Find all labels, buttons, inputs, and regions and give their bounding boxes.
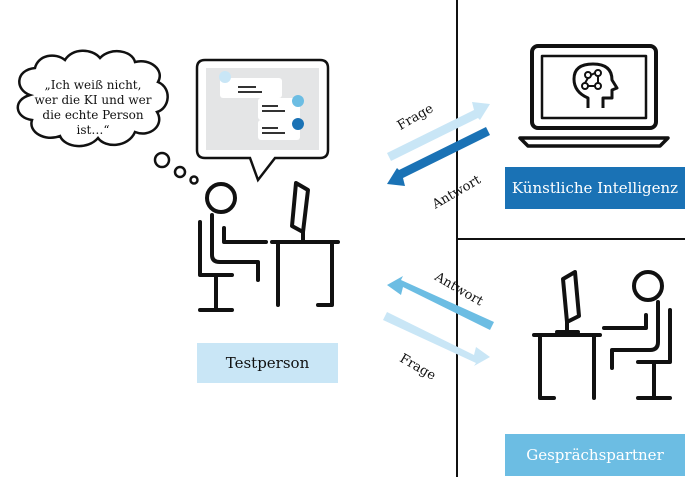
- partner-label: Gesprächspartner: [505, 434, 685, 476]
- arrow-antwort-top: [387, 127, 490, 186]
- testperson-desk: [270, 240, 340, 307]
- testperson-label: Testperson: [197, 343, 338, 383]
- partner-body: [610, 300, 660, 370]
- thought-line-3: die echte Person: [42, 108, 144, 122]
- chat-message-2: [258, 98, 300, 120]
- testperson-chair: [198, 220, 234, 312]
- chat-message-3: [258, 120, 300, 140]
- ai-head-icon: [572, 62, 619, 108]
- arrow-frage-top: [387, 102, 490, 161]
- chat-avatar-2: [292, 95, 304, 107]
- chat-avatar-3: [292, 118, 304, 130]
- testperson-body: [210, 213, 260, 282]
- thought-text: „Ich weiß nicht, wer die KI und wer die …: [28, 78, 158, 138]
- thought-line-1: „Ich weiß nicht,: [44, 78, 142, 92]
- testperson-head: [205, 182, 237, 214]
- partner-monitor: [555, 270, 581, 334]
- ki-label: Künstliche Intelligenz: [505, 167, 685, 209]
- thought-line-2: wer die KI und wer: [34, 93, 152, 107]
- chat-avatar-1: [219, 71, 231, 83]
- thought-bubble-small: [189, 175, 199, 185]
- partner-chair: [636, 308, 672, 400]
- thought-cloud: [16, 49, 199, 185]
- partner-arm: [602, 313, 648, 330]
- thought-bubble-large: [153, 151, 171, 169]
- partner-desk: [532, 333, 602, 400]
- laptop-ai-icon: [518, 44, 670, 148]
- chat-bubble-icon: [195, 58, 330, 183]
- testperson-arm: [222, 226, 268, 244]
- arrow-frage-bottom: [383, 312, 490, 366]
- testperson-icon: [198, 181, 340, 312]
- thought-bubble-medium: [173, 165, 187, 179]
- partner-icon: [532, 270, 672, 400]
- testperson-monitor: [290, 181, 317, 244]
- arrow-antwort-bottom: [387, 276, 494, 330]
- partner-head: [632, 270, 664, 302]
- thought-line-4: ist…“: [76, 123, 110, 137]
